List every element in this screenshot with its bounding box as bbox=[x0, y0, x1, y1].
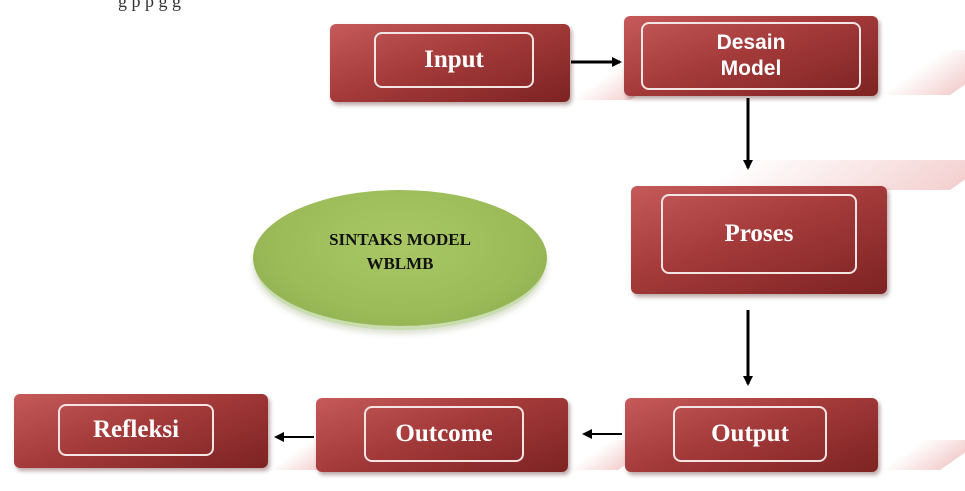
node-refleksi: Refleksi bbox=[14, 394, 268, 468]
node-input-label: Input bbox=[374, 32, 534, 88]
center-label-line2: WBLMB bbox=[366, 254, 434, 273]
node-desain-line2: Model bbox=[720, 57, 782, 80]
node-refleksi-label: Refleksi bbox=[58, 404, 214, 456]
node-input: Input bbox=[330, 24, 570, 102]
center-label-line1: SINTAKS MODEL bbox=[329, 230, 471, 249]
cropped-caption-text: g p p g g bbox=[118, 0, 181, 11]
node-output-label: Output bbox=[673, 406, 827, 462]
node-outcome: Outcome bbox=[316, 398, 568, 472]
node-proses-label: Proses bbox=[661, 194, 857, 274]
center-ellipse-label: SINTAKS MODEL WBLMB bbox=[329, 228, 471, 276]
node-desain-model-label: Desain Model bbox=[641, 22, 861, 90]
node-proses: Proses bbox=[631, 186, 887, 294]
node-outcome-label: Outcome bbox=[364, 406, 524, 462]
node-output: Output bbox=[625, 398, 878, 472]
node-desain-line1: Desain bbox=[716, 31, 786, 54]
node-desain-model: Desain Model bbox=[624, 16, 878, 96]
center-ellipse: SINTAKS MODEL WBLMB bbox=[253, 190, 547, 326]
